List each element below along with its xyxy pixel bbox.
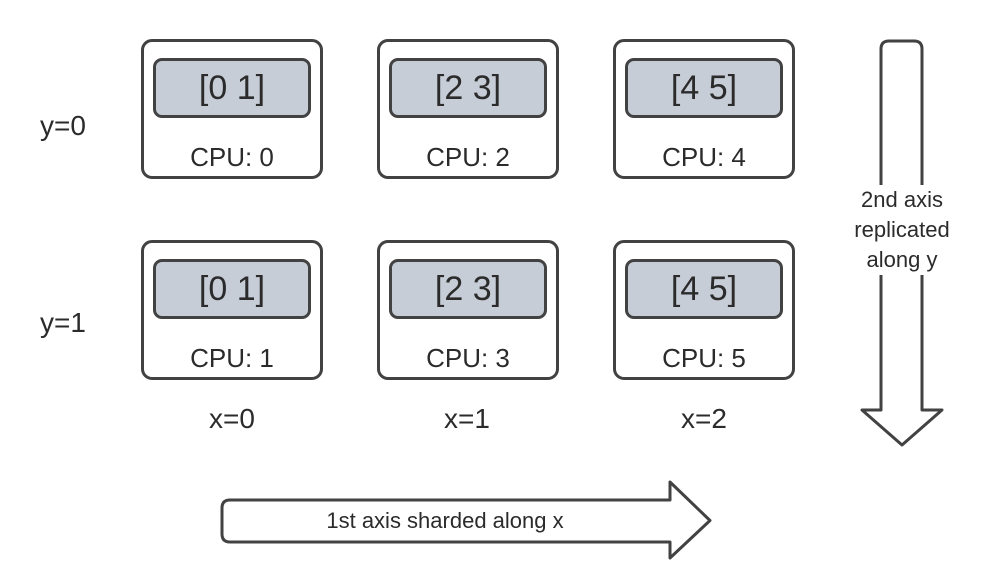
device-cell: [0 1] CPU: 1 <box>141 240 323 380</box>
device-cell: [2 3] CPU: 3 <box>377 240 559 380</box>
right-arrow-icon <box>220 480 712 560</box>
shard-chip: [4 5] <box>625 58 783 118</box>
device-label: CPU: 1 <box>190 343 274 373</box>
device-label: CPU: 3 <box>426 343 510 373</box>
device-label: CPU: 2 <box>426 142 510 172</box>
replicated-axis-label-line: replicated <box>854 217 950 242</box>
shard-chip: [2 3] <box>389 58 547 118</box>
replicated-axis-label-line: 2nd axis <box>861 187 943 212</box>
replicated-axis-label-line: along y <box>866 247 938 272</box>
row-label-y0: y=0 <box>40 110 86 141</box>
row-label-y1: y=1 <box>40 307 86 338</box>
replicated-axis-label: 2nd axis replicated along y <box>838 185 966 275</box>
device-label: CPU: 4 <box>662 142 746 172</box>
device-label: CPU: 0 <box>190 142 274 172</box>
col-label-x2: x=2 <box>681 403 727 434</box>
sharded-axis-label: 1st axis sharded along x <box>326 508 564 533</box>
shard-chip: [0 1] <box>153 58 311 118</box>
device-label: CPU: 5 <box>662 343 746 373</box>
device-cell: [4 5] CPU: 5 <box>613 240 795 380</box>
shard-chip: [2 3] <box>389 259 547 319</box>
shard-chip: [0 1] <box>153 259 311 319</box>
col-label-x1: x=1 <box>444 403 490 434</box>
device-cell: [0 1] CPU: 0 <box>141 39 323 179</box>
shard-chip: [4 5] <box>625 259 783 319</box>
col-label-x0: x=0 <box>209 403 255 434</box>
device-cell: [2 3] CPU: 2 <box>377 39 559 179</box>
device-cell: [4 5] CPU: 4 <box>613 39 795 179</box>
